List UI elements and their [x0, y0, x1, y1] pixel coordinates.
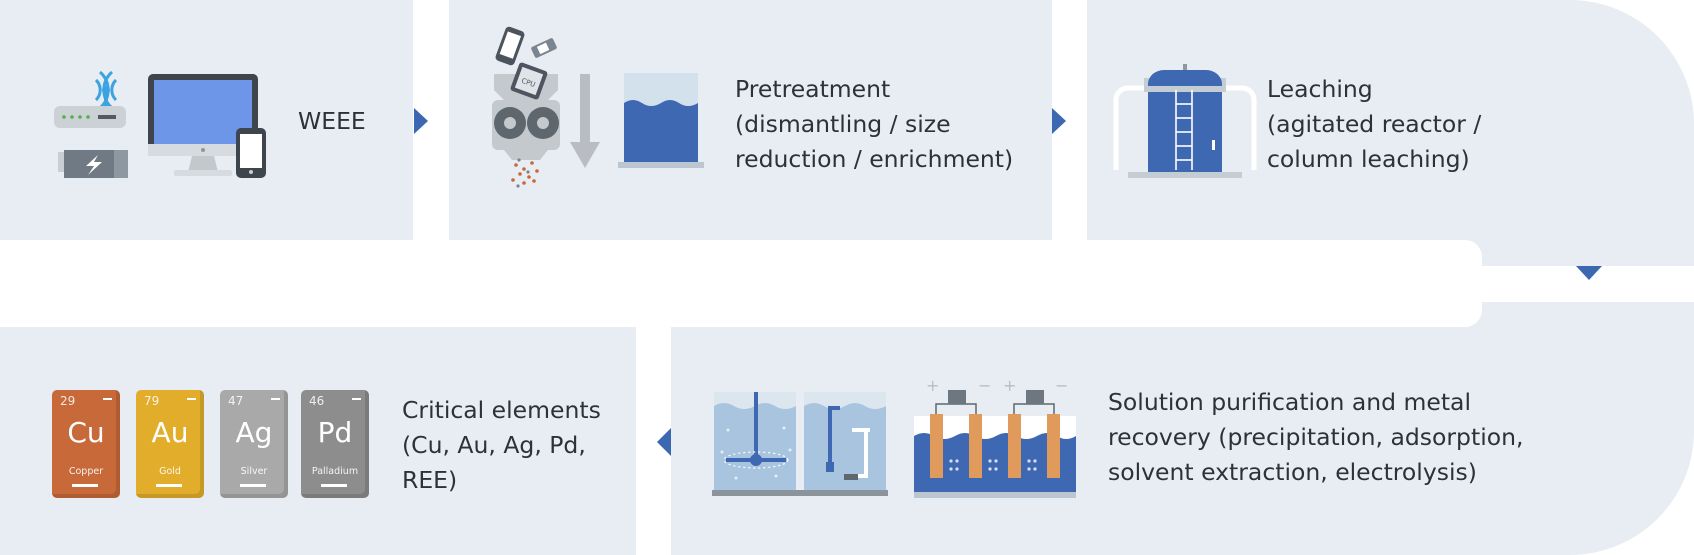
step-label-purification: Solution purification and metal recovery… — [1108, 388, 1524, 486]
element-atomic-number: 46 — [309, 394, 325, 408]
step-label-critical-elements: Critical elements (Cu, Au, Ag, Pd, REE) — [402, 396, 601, 494]
element-symbol: Au — [151, 416, 189, 449]
battery-icon — [58, 150, 128, 178]
element-name: Silver — [240, 466, 268, 477]
arrow-pretreatment-to-leaching — [1052, 108, 1066, 134]
separation-tank-icon — [618, 73, 704, 168]
element-tile-underline — [156, 484, 182, 487]
arrow-weee-to-pretreatment — [414, 108, 428, 134]
element-name: Copper — [68, 466, 104, 477]
element-tile-top-mark — [271, 398, 280, 400]
element-tile-top-mark — [352, 398, 361, 400]
element-symbol: Pd — [317, 416, 353, 449]
leaching-reactor-icon — [1113, 64, 1257, 178]
arrow-leaching-to-purification — [1576, 266, 1602, 280]
step-label-weee: WEEE — [298, 107, 366, 135]
falling-phone-icon — [495, 26, 525, 66]
down-arrow-icon — [570, 74, 600, 168]
element-tile-top-mark — [103, 398, 112, 400]
element-symbol: Ag — [235, 416, 273, 449]
element-tile-underline — [240, 484, 266, 487]
step-label-pretreatment: Pretreatment (dismantling / size reducti… — [735, 75, 1014, 173]
smartphone-icon — [236, 128, 266, 178]
agitated-tank-icon — [714, 392, 796, 490]
falling-component-icon — [531, 38, 557, 58]
cpu-chip-icon: CPU — [510, 62, 548, 100]
element-name: Palladium — [311, 466, 359, 477]
element-symbol: Cu — [67, 416, 105, 449]
shredder-icon: CPU — [492, 62, 560, 188]
element-atomic-number: 79 — [144, 394, 160, 408]
element-tile-underline — [72, 484, 98, 487]
element-tile-underline — [321, 484, 347, 487]
electrode-minus-sign-2: − — [1055, 376, 1069, 395]
adsorption-tank-icon — [804, 392, 886, 490]
step-label-leaching: Leaching (agitated reactor / column leac… — [1267, 75, 1482, 173]
element-name: Gold — [159, 466, 181, 477]
electrode-minus-sign-1: − — [978, 376, 992, 395]
panel-leaching — [1087, 0, 1694, 266]
router-icon — [54, 70, 126, 128]
electrode-plus-sign-1: + — [926, 376, 940, 395]
electrode-plus-sign-2: + — [1003, 376, 1017, 395]
electrolysis-cell-icon — [914, 390, 1076, 498]
arrow-purification-to-critical — [657, 428, 671, 456]
element-atomic-number: 47 — [228, 394, 244, 408]
tank-base — [712, 490, 888, 496]
element-tile-top-mark — [187, 398, 196, 400]
desktop-computer-icon — [148, 74, 258, 176]
element-atomic-number: 29 — [60, 394, 76, 408]
